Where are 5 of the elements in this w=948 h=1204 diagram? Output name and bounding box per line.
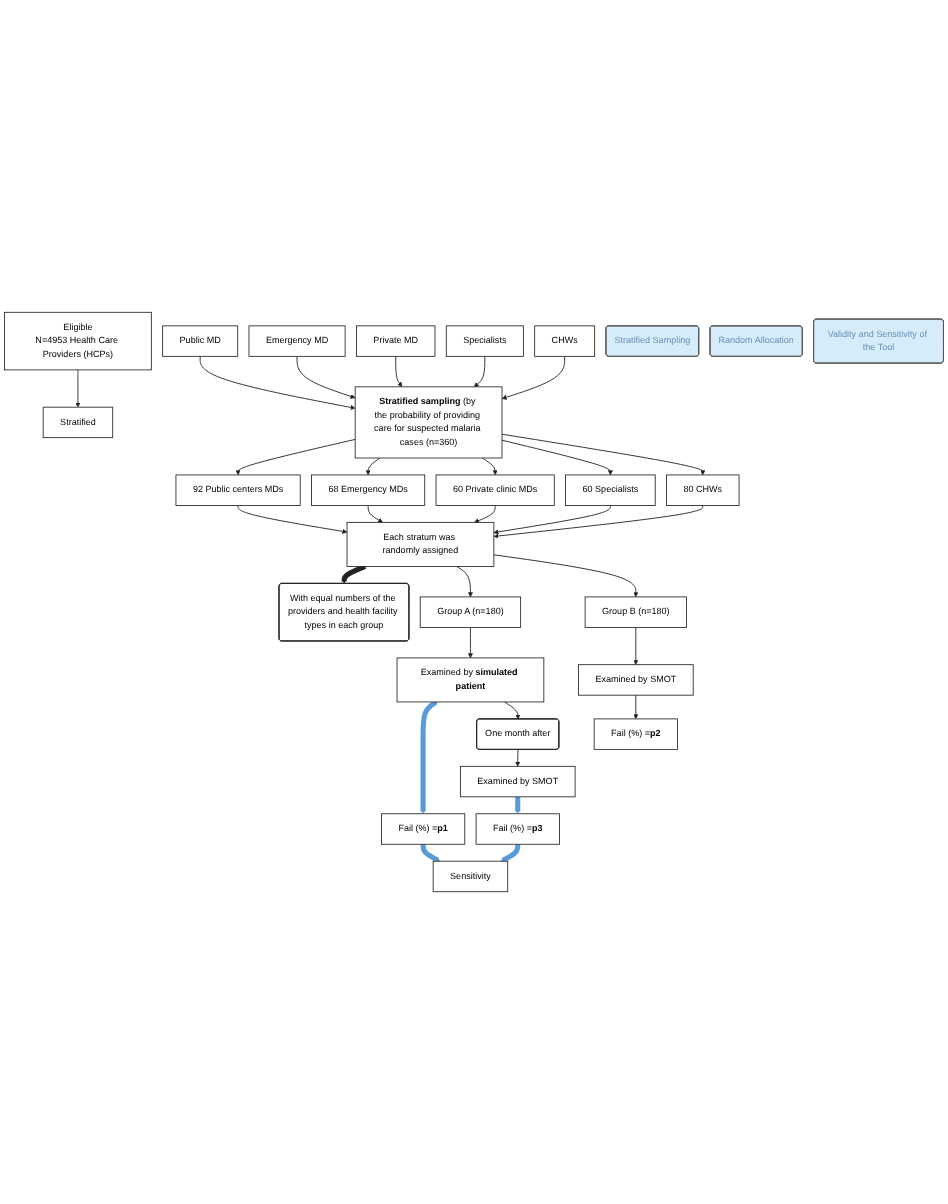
arrow: [515, 795, 521, 814]
arrow: [500, 843, 521, 863]
arrow: [420, 843, 441, 863]
arrow: [341, 564, 367, 584]
arrow: [420, 699, 438, 814]
